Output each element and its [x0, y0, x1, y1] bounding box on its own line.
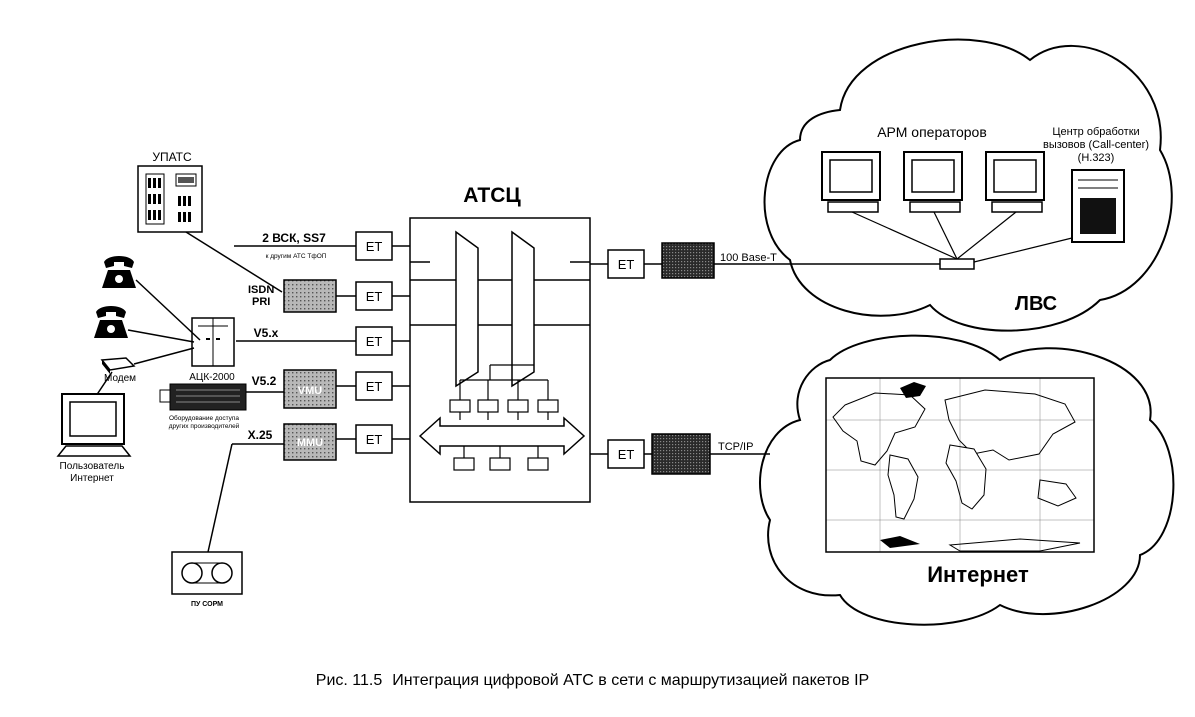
isdn-label: ISDN — [248, 284, 274, 296]
v52-label: V5.2 — [252, 374, 277, 388]
lan-cloud — [763, 38, 1173, 332]
internet-cloud — [759, 334, 1175, 626]
caption-text: Интеграция цифровой АТС в сети с маршрут… — [392, 672, 870, 689]
modem-label: Модем — [104, 373, 136, 384]
world-map — [825, 377, 1095, 553]
v5x-label: V5.x — [254, 326, 279, 340]
et-label: ET — [618, 257, 635, 272]
user-label: Интернет — [70, 473, 114, 484]
internet-gateway-block — [651, 433, 711, 475]
switch-block-1 — [455, 230, 479, 388]
pu-sorm-label: ПУ СОРМ — [191, 601, 223, 608]
atsc-bus-bottom — [453, 446, 549, 471]
sorm-link — [207, 443, 233, 553]
subscriber-links — [95, 279, 201, 397]
lan-label: ЛВС — [1015, 293, 1057, 315]
et-label: ET — [366, 379, 383, 394]
vmu-label: VMU — [298, 385, 323, 397]
mmu-label: MMU — [297, 437, 323, 449]
adk-label: АЦК-2000 — [189, 372, 235, 383]
et-label: ET — [618, 447, 635, 462]
atsc-internal-lines — [410, 261, 590, 326]
upats-cabinet — [137, 165, 203, 233]
atsc-bus-arrow — [418, 416, 586, 456]
isdn-gateway-block — [283, 279, 337, 313]
callcenter-label: (H.323) — [1078, 152, 1115, 164]
lan-wires — [851, 211, 1073, 263]
et-left-links — [392, 245, 410, 440]
et-label: ET — [366, 432, 383, 447]
lan-link-label: 100 Base-T — [720, 252, 777, 264]
atsc-title: АТСЦ — [463, 184, 521, 207]
et-right-links — [590, 263, 662, 455]
lan-hub — [939, 258, 975, 270]
vsk-label: 2 ВСК, SS7 — [262, 231, 326, 245]
arm-label: АРМ операторов — [877, 124, 987, 140]
adk-device — [159, 383, 247, 411]
mmu-block — [283, 423, 337, 461]
figure-caption: Рис. 11.5 Интеграция цифровой АТС в сети … — [0, 672, 1195, 690]
workstation-3 — [985, 151, 1045, 213]
workstation-2 — [903, 151, 963, 213]
upats-link — [185, 231, 283, 293]
caption-number: Рис. 11.5 — [315, 672, 383, 689]
access-unit — [191, 317, 235, 367]
vmu-block — [283, 369, 337, 409]
switch-block-2 — [511, 230, 535, 388]
vsk-note: к другим АТС ТфОП — [266, 253, 327, 260]
adk-note: других производителей — [169, 422, 240, 430]
user-label: Пользователь — [60, 461, 125, 472]
internet-link-label: TCP/IP — [718, 441, 753, 453]
et-label: ET — [366, 334, 383, 349]
workstation-1 — [821, 151, 881, 213]
telephone-icon — [94, 306, 128, 338]
modem-icon — [100, 357, 136, 374]
pri-label: PRI — [252, 296, 270, 308]
et-label: ET — [366, 289, 383, 304]
callcenter-label: Центр обработки — [1052, 126, 1139, 138]
internet-label: Интернет — [927, 562, 1029, 587]
et-label: ET — [366, 239, 383, 254]
lan-gateway-block — [661, 242, 715, 279]
et-boxes-right — [607, 249, 645, 469]
callcenter-server — [1071, 169, 1125, 243]
upats-label: УПАТС — [152, 150, 192, 164]
telephone-icon — [102, 256, 136, 288]
computer-icon — [56, 393, 132, 457]
x25-label: X.25 — [248, 428, 273, 442]
callcenter-label: вызовов (Call-center) — [1043, 139, 1149, 151]
atsc-bus-tree — [449, 364, 559, 420]
adk-note: Оборудование доступа — [169, 414, 239, 422]
pu-sorm-device — [171, 551, 243, 595]
